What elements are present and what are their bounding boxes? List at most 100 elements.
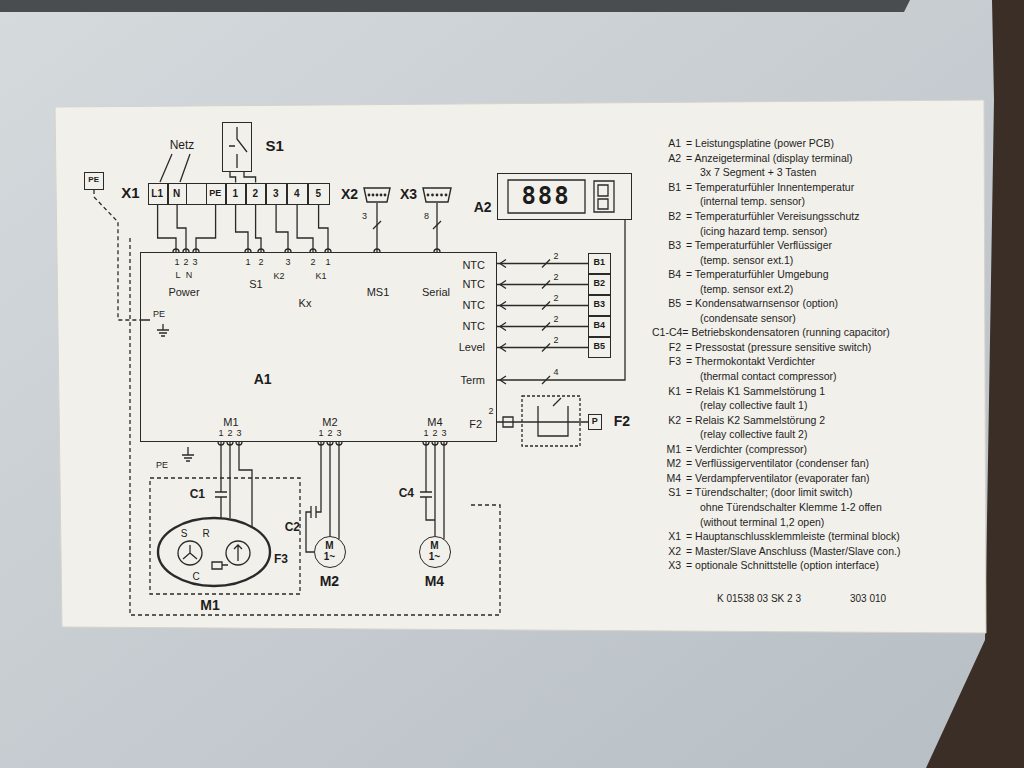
signal-name: F2	[469, 418, 482, 430]
legend-text: = Temperaturfühler Vereisungsschutz	[686, 211, 859, 223]
pin-number: 3	[192, 258, 197, 268]
pin-number: 3	[236, 429, 241, 439]
wire-count: 2	[552, 336, 559, 346]
dsub-pin	[445, 194, 448, 197]
signal-name: Level	[459, 341, 485, 353]
legend-key: K1	[668, 386, 681, 398]
signal-name: M1	[223, 416, 238, 428]
signal-name: NTC	[462, 259, 485, 271]
part-id: B5	[593, 342, 605, 352]
legend-text: (condensate sensor)	[700, 313, 796, 325]
legend-text: = optionale Schnittstelle (option interf…	[686, 560, 879, 572]
winding-symbol	[178, 541, 202, 565]
signal-name: Serial	[422, 286, 450, 298]
legend-text: = Verdichter (compressor)	[686, 444, 807, 456]
wire-count: 8	[423, 212, 430, 222]
legend-text: (relay collective fault 2)	[700, 429, 807, 441]
part-id: M1	[200, 598, 219, 613]
signal-name: NTC	[462, 278, 485, 290]
legend-text: C1-C4= Betriebskondensatoren (running ca…	[652, 327, 890, 339]
part-id: C1	[190, 488, 205, 501]
wire	[497, 263, 588, 264]
terminal-label: L1	[151, 188, 163, 199]
motor-symbol: M 1~M4	[419, 536, 451, 568]
legend-text: ohne Türendschalter Klemme 1-2 offen	[700, 502, 882, 514]
part-id: B1	[593, 258, 605, 268]
part-id: C4	[399, 487, 414, 500]
motor-symbol: M 1~M2	[314, 536, 346, 568]
pin-number: 2	[227, 429, 232, 439]
legend-text: = Thermokontakt Verdichter	[686, 356, 815, 368]
part-id: M2	[320, 574, 339, 589]
sensor-box: B3	[588, 295, 611, 316]
signal-name: NTC	[462, 320, 485, 332]
legend-text: (thermal contact compressor)	[700, 371, 837, 383]
winding-symbol	[226, 541, 250, 565]
legend-text: (relay collective fault 1)	[700, 400, 807, 412]
part-id: S1	[266, 138, 284, 155]
wire-count: 2	[552, 252, 559, 262]
signal-name: MS1	[367, 286, 390, 298]
legend-key: B5	[668, 298, 681, 310]
wire-count: 2	[552, 273, 559, 283]
pin-number: 2	[183, 258, 188, 268]
top-edge	[0, 0, 910, 12]
supply-label: Netz	[170, 139, 195, 152]
wire-count-slash	[373, 221, 550, 384]
wire	[434, 442, 435, 536]
dsub-pin	[376, 194, 379, 197]
legend-text: = Relais K1 Sammelstörung 1	[686, 386, 825, 398]
wire	[297, 205, 313, 252]
legend-key: F3	[669, 356, 681, 368]
pin-number: 3	[285, 258, 290, 268]
motor-letter: M 1~	[427, 540, 441, 562]
wire	[497, 326, 588, 327]
legend-key: M2	[666, 458, 681, 470]
enclosure-line	[130, 238, 500, 615]
sensor-box: B4	[588, 316, 611, 337]
compressor-symbol	[158, 518, 270, 586]
legend-text: = Anzeigeterminal (display terminal)	[686, 153, 853, 165]
wire	[177, 205, 186, 252]
pin-name: N	[186, 271, 193, 281]
part-id: X2	[341, 187, 358, 202]
mains-wire	[160, 154, 190, 182]
dsub-pin	[380, 194, 383, 197]
fan-wire	[420, 442, 444, 539]
dsub-pin	[368, 194, 371, 197]
wire	[236, 205, 248, 252]
legend-text: = Pressostat (pressure sensitive switch)	[686, 342, 871, 354]
terminal-label: N	[173, 188, 180, 199]
legend-text: (internal temp. sensor)	[700, 196, 805, 208]
pressure-switch-housing	[522, 396, 580, 446]
part-id: X3	[400, 187, 417, 202]
legend-text: = Türendschalter; (door limit switch)	[686, 487, 852, 499]
legend-text: = Temperaturfühler Umgebung	[686, 269, 829, 281]
pin-name: L	[175, 271, 180, 281]
dsub-connector: X3	[422, 187, 452, 203]
legend-text: (temp. sensor ext.2)	[700, 284, 793, 296]
dsub-outline	[364, 188, 390, 202]
wire	[230, 172, 236, 183]
wire-count: 3	[361, 212, 368, 222]
legend-key: A2	[668, 153, 681, 165]
signal-name: NTC	[462, 299, 485, 311]
pin-number: 1	[318, 429, 323, 439]
legend-text: (without terminal 1,2 open)	[700, 517, 824, 529]
door-switch: S1	[222, 122, 252, 172]
symbol-letter: P	[592, 417, 598, 427]
pin-number: 1	[174, 258, 179, 268]
wire	[256, 205, 261, 252]
switch-contact	[538, 398, 568, 436]
terminal-cell: 5	[308, 183, 330, 205]
pin-number: 3	[336, 429, 341, 439]
wire	[436, 203, 437, 252]
pin-number: 1	[325, 258, 330, 268]
wire	[497, 421, 588, 422]
terminal-cell: PE	[206, 183, 226, 205]
wire	[196, 205, 216, 252]
legend-text: (temp. sensor ext.1)	[700, 255, 793, 267]
